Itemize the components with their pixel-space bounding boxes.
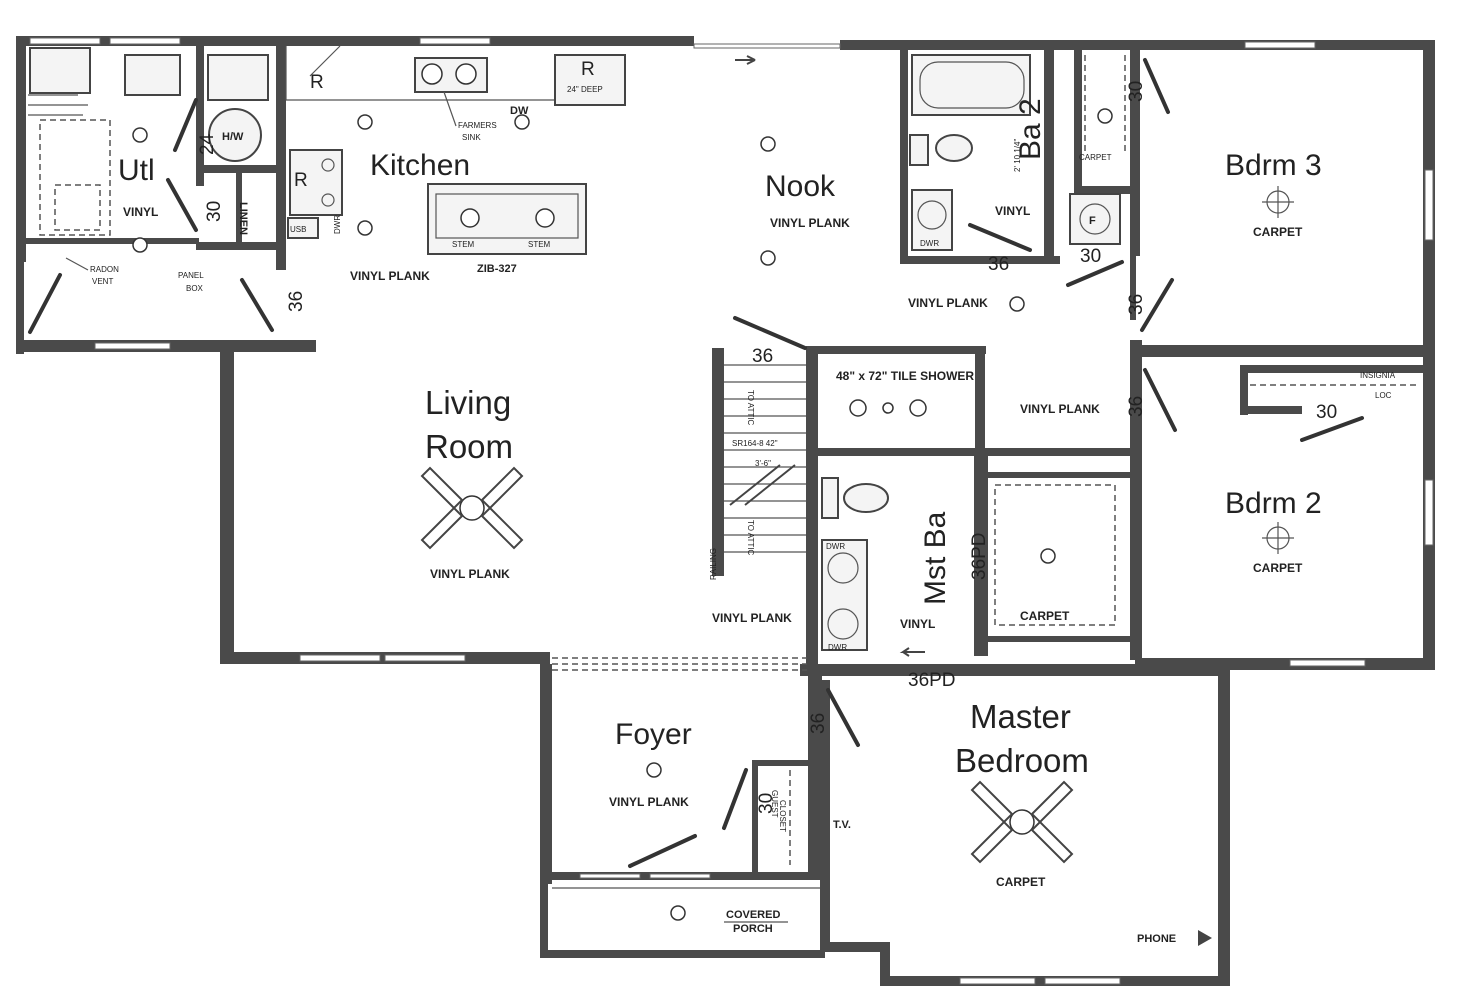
master-dwr-label-1: DWR — [826, 542, 845, 551]
bath-2: DWR Ba 2 2' 10 1/4" VINYL 36 — [909, 54, 1047, 275]
interior-walls — [24, 46, 1430, 876]
hall: F 30 VINYL PLANK VINYL PLANK CARPET — [908, 55, 1126, 416]
master-bath: 48" x 72" TILE SHOWER DWR DWR Mst Ba VIN… — [821, 369, 1116, 657]
phone-label: PHONE — [1137, 933, 1176, 945]
master-floor-label: CARPET — [996, 875, 1046, 889]
stair-width-label: 3'-6" — [755, 459, 771, 468]
foyer-floor-label: VINYL PLANK — [609, 795, 689, 809]
utility-floor-label: VINYL — [123, 205, 158, 219]
guest-closet-label-1: GUEST — [770, 790, 779, 818]
nook-floor-label: VINYL PLANK — [770, 216, 850, 230]
panel-box-label-2: BOX — [186, 284, 204, 293]
hall-lower-floor-label: VINYL PLANK — [1020, 402, 1100, 416]
bdrm3-door-dimension: 36 — [1126, 294, 1147, 315]
stair-area-floor-label: VINYL PLANK — [712, 611, 792, 625]
bdrm2-closet-dimension: 30 — [1316, 402, 1337, 423]
kitchen-label: Kitchen — [370, 149, 470, 182]
stairs-up-label: TO ATTIC — [746, 390, 755, 425]
kitchen: R 24" DEEP R R USB DWR Kitchen STEM STEM… — [285, 45, 626, 283]
exterior-walls — [16, 36, 1435, 986]
railing-label: RAILING — [709, 548, 718, 580]
bdrm3-label: Bdrm 3 — [1225, 149, 1322, 182]
shower-label: 48" x 72" TILE SHOWER — [836, 369, 974, 383]
stem-label-1: STEM — [452, 240, 475, 249]
hall-upper-floor-label: VINYL PLANK — [908, 296, 988, 310]
windows — [29, 37, 1434, 985]
bdrm3-closet-dimension: 30 — [1126, 81, 1147, 102]
stairs-down-label: TO ATTIC — [746, 520, 755, 555]
master-bedroom-label-1: Master — [970, 698, 1071, 735]
master-bath-floor-label: VINYL — [900, 617, 935, 631]
linen-label: LINEN — [237, 202, 249, 235]
master-pd-dimension: 36PD — [908, 670, 956, 691]
bdrm2-floor-label: CARPET — [1253, 561, 1303, 575]
porch-label-1: COVERED — [726, 909, 780, 921]
utility-room-label: Utl — [118, 154, 155, 187]
bath2-floor-label: VINYL — [995, 204, 1030, 218]
master-bedroom-label-2: Bedroom — [955, 742, 1089, 779]
bath2-door-dimension: 36 — [988, 254, 1009, 275]
porch-label-2: PORCH — [733, 923, 773, 935]
foyer: Foyer VINYL PLANK 30 GUEST CLOSET 36 — [609, 688, 860, 868]
bedroom-2: INSIGNIA LOC 30 Bdrm 2 CARPET 36 — [1126, 368, 1420, 575]
living-room-label-2: Room — [425, 428, 513, 465]
bath2-dwr-label: DWR — [920, 239, 939, 248]
foyer-label: Foyer — [615, 718, 692, 751]
range-label-3: R — [581, 59, 595, 80]
nook: Nook VINYL PLANK — [693, 43, 850, 266]
guest-closet-dimension: 30 — [756, 793, 777, 814]
covered-porch: COVERED PORCH — [540, 880, 825, 958]
master-bath-door-dimension: 36PD — [969, 532, 990, 580]
walk-in-closet-floor-label: CARPET — [1020, 609, 1070, 623]
util-30-dimension: 30 — [204, 201, 225, 222]
bath2-size-label: 2' 10 1/4" — [1013, 139, 1022, 172]
dw-label: DW — [510, 105, 529, 117]
living-floor-label: VINYL PLANK — [430, 567, 510, 581]
insignia-label-1: INSIGNIA — [1360, 371, 1396, 380]
master-door-dimension: 36 — [808, 713, 829, 734]
range-label-1: R — [310, 72, 324, 93]
bedroom-3: Bdrm 3 CARPET 30 36 — [1126, 58, 1322, 332]
panel-box-label-1: PANEL — [178, 271, 204, 280]
master-bath-label: Mst Ba — [919, 511, 952, 605]
stair-spec-label: SR164-8 42" — [732, 439, 778, 448]
radon-label-1: RADON — [90, 265, 119, 274]
util-wh-dimension: 24 — [197, 133, 218, 155]
tv-label: T.V. — [833, 819, 851, 831]
deep-label: 24" DEEP — [567, 85, 603, 94]
master-bedroom: 36PD Master Bedroom CARPET T.V. PHONE — [833, 670, 1212, 946]
range-label-2: R — [294, 170, 308, 191]
bdrm2-label: Bdrm 2 — [1225, 487, 1322, 520]
bdrm2-door-dimension: 36 — [1126, 396, 1147, 417]
guest-closet-label-2: CLOSET — [778, 800, 787, 832]
utility-room: H/W 24 30 LINEN Utl VINYL RADON VENT PAN… — [28, 47, 307, 334]
sink-label: SINK — [462, 133, 481, 142]
furnace-label: F — [1089, 215, 1096, 227]
util-door-dimension: 36 — [286, 291, 307, 312]
usb-label: USB — [290, 225, 306, 234]
kitchen-dwr-label: DWR — [333, 215, 342, 234]
bath2-label: Ba 2 — [1014, 98, 1047, 160]
bath2-closet-dimension: 30 — [1080, 246, 1101, 267]
nook-label: Nook — [765, 170, 836, 203]
radon-label-2: VENT — [92, 277, 113, 286]
kitchen-floor-label: VINYL PLANK — [350, 269, 430, 283]
living-room-label-1: Living — [425, 384, 511, 421]
island-label: ZIB-327 — [477, 263, 517, 275]
stem-label-2: STEM — [528, 240, 551, 249]
master-dwr-label-2: DWR — [828, 643, 847, 652]
stair-top-dimension: 36 — [752, 346, 773, 367]
living-room: Living Room VINYL PLANK — [420, 384, 807, 671]
stairs: 36 TO ATTIC TO ATTIC SR164-8 42" 3'-6" R… — [709, 316, 807, 625]
bdrm3-closet-floor-label: CARPET — [1079, 153, 1112, 162]
ceiling-fan-icon — [420, 466, 524, 550]
water-heater-label: H/W — [222, 131, 244, 143]
farmers-label: FARMERS — [458, 121, 497, 130]
insignia-label-2: LOC — [1375, 391, 1392, 400]
bdrm3-floor-label: CARPET — [1253, 225, 1303, 239]
phone-jack-icon — [1198, 930, 1212, 946]
ceiling-fan-icon — [970, 780, 1074, 864]
